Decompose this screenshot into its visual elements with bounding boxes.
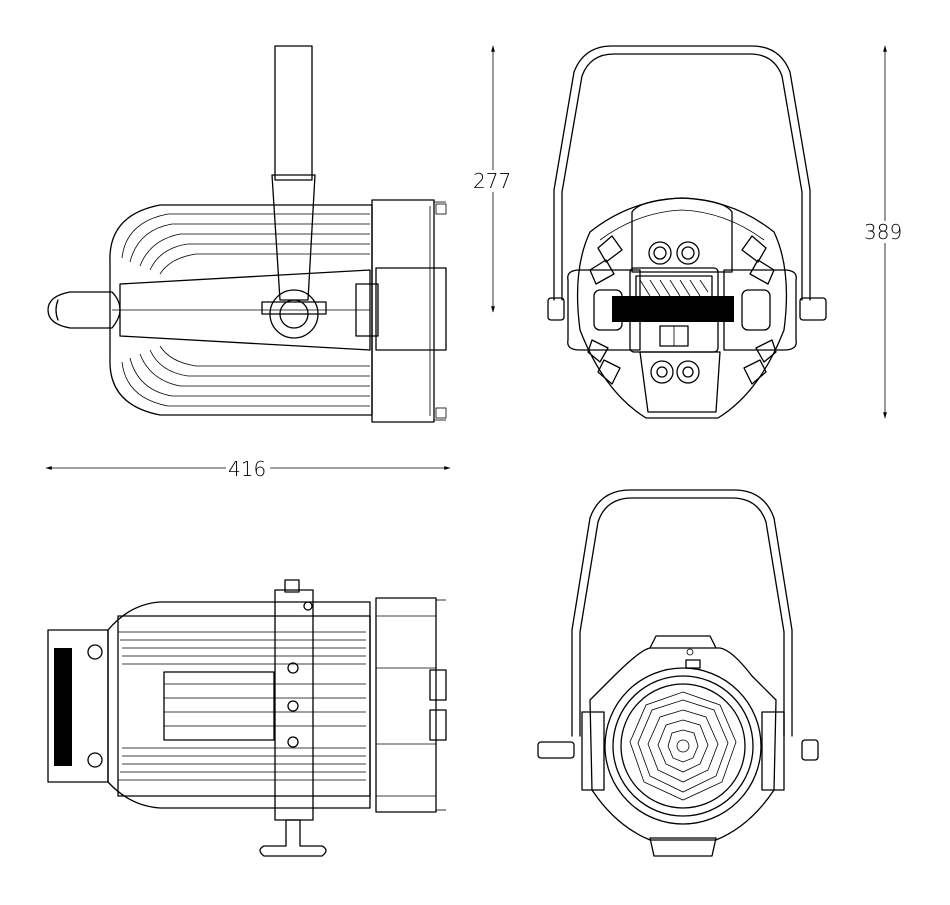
front-view: [537, 489, 819, 857]
dimension-front-height: 389: [863, 45, 907, 419]
side-view: [47, 45, 447, 423]
bottom-view: [47, 579, 447, 857]
rear-view: [547, 45, 827, 419]
dimension-label-416: 416: [228, 457, 266, 481]
dimension-length: 416: [45, 457, 451, 481]
dimension-side-height: 277: [471, 45, 515, 313]
dimension-label-277: 277: [473, 169, 511, 193]
dimension-label-389: 389: [864, 220, 902, 244]
